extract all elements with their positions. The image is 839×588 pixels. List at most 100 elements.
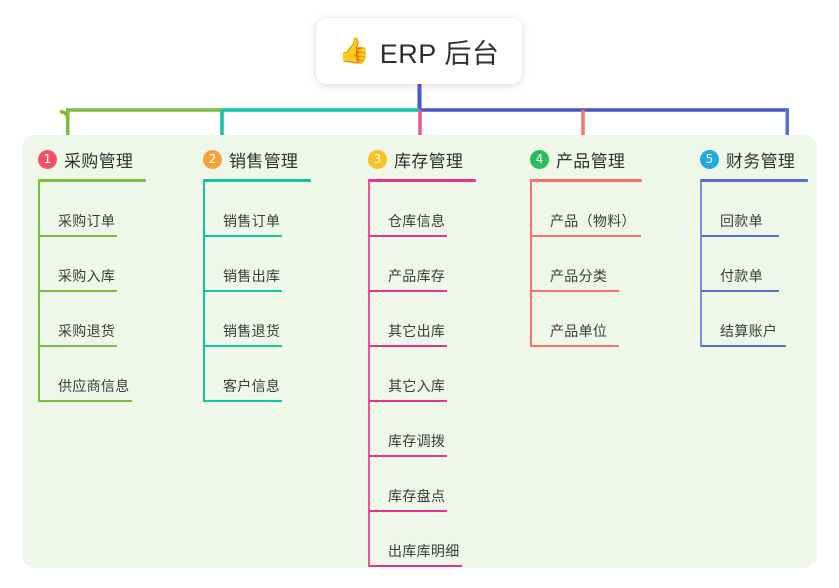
leaf-item-underline [701, 235, 779, 237]
leaf-item-underline [39, 345, 117, 347]
leaf-item-label: 产品分类 [550, 268, 608, 284]
leaf-item[interactable]: 销售退货 [203, 292, 311, 347]
branch-leaf-list: 产品（物料） 产品分类产品单位 [530, 182, 642, 347]
branch-title: 财务管理 [726, 151, 796, 171]
leaf-item-label: 结算账户 [720, 323, 778, 339]
leaf-item-label: 销售订单 [223, 213, 281, 229]
branch-leaf-list: 销售订单销售出库销售退货客户信息 [203, 182, 311, 402]
leaf-item-underline [531, 345, 619, 347]
branch-number-badge: 2 [203, 149, 222, 169]
leaf-item[interactable]: 产品单位 [530, 292, 642, 347]
branch-header-5[interactable]: 5 财务管理 [700, 146, 808, 172]
leaf-item-underline [39, 400, 132, 402]
branch-header-4[interactable]: 4 产品管理 [530, 146, 642, 172]
branch-column-3: 3 库存管理仓库信息产品库存其它出库其它入库库存调拨库存盘点出库库明细 [368, 146, 476, 567]
leaf-item-label: 产品（物料） [550, 213, 636, 229]
branch-corner-1 [59, 110, 70, 118]
leaf-item[interactable]: 产品库存 [368, 237, 476, 292]
leaf-item[interactable]: 仓库信息 [368, 182, 476, 237]
leaf-item[interactable]: 销售出库 [203, 237, 311, 292]
leaf-item[interactable]: 产品分类 [530, 237, 642, 292]
root-node-title: ERP 后台 [379, 38, 500, 69]
leaf-item-label: 客户信息 [223, 378, 281, 394]
leaf-item-label: 库存调拨 [388, 433, 446, 449]
leaf-item-underline [39, 235, 117, 237]
leaf-item-underline [204, 400, 282, 402]
branch-column-5: 5 财务管理回款单付款单结算账户 [700, 146, 808, 347]
branch-column-1: 1 采购管理采购订单采购入库采购退货供应商信息 [38, 146, 146, 402]
branch-header-3[interactable]: 3 库存管理 [368, 146, 476, 172]
leaf-item-underline [369, 510, 447, 512]
branch-leaf-list: 采购订单采购入库采购退货供应商信息 [38, 182, 146, 402]
branch-header-underline [530, 179, 642, 182]
branch-spine [530, 182, 532, 347]
leaf-item[interactable]: 出库库明细 [368, 512, 476, 567]
leaf-item[interactable]: 回款单 [700, 182, 808, 237]
leaf-item-underline [369, 290, 447, 292]
leaf-item[interactable]: 其它入库 [368, 347, 476, 402]
branch-number-badge: 5 [700, 149, 719, 169]
leaf-item[interactable]: 采购退货 [38, 292, 146, 347]
leaf-item-underline [39, 290, 117, 292]
leaf-item-label: 销售出库 [223, 268, 281, 284]
leaf-item-underline [204, 290, 282, 292]
leaf-item[interactable]: 客户信息 [203, 347, 311, 402]
leaf-item-underline [701, 345, 786, 347]
branch-spine [203, 182, 205, 402]
leaf-item-label: 仓库信息 [388, 213, 446, 229]
branch-leaf-list: 仓库信息产品库存其它出库其它入库库存调拨库存盘点出库库明细 [368, 182, 476, 567]
leaf-item-underline [531, 290, 619, 292]
leaf-item[interactable]: 库存调拨 [368, 402, 476, 457]
leaf-item[interactable]: 供应商信息 [38, 347, 146, 402]
branch-spine [368, 182, 370, 567]
leaf-item[interactable]: 库存盘点 [368, 457, 476, 512]
branch-number-badge: 3 [368, 149, 387, 169]
leaf-item-underline [531, 235, 641, 237]
leaf-item-underline [369, 235, 447, 237]
leaf-item-label: 销售退货 [223, 323, 281, 339]
leaf-item-label: 其它入库 [388, 378, 446, 394]
leaf-item-underline [369, 455, 447, 457]
leaf-item-underline [369, 345, 447, 347]
branch-header-underline [38, 179, 146, 182]
leaf-item-label: 采购退货 [58, 323, 116, 339]
leaf-item-label: 采购订单 [58, 213, 116, 229]
branch-title: 采购管理 [64, 151, 134, 171]
leaf-item-label: 产品库存 [388, 268, 446, 284]
leaf-item[interactable]: 产品（物料） [530, 182, 642, 237]
leaf-item[interactable]: 采购入库 [38, 237, 146, 292]
branch-leaf-list: 回款单付款单结算账户 [700, 182, 808, 347]
branch-column-4: 4 产品管理产品（物料） 产品分类产品单位 [530, 146, 642, 347]
leaf-item-label: 供应商信息 [58, 378, 130, 394]
diagram-panel [22, 135, 817, 568]
branch-title: 产品管理 [556, 151, 626, 171]
leaf-item[interactable]: 销售订单 [203, 182, 311, 237]
leaf-item-underline [369, 400, 447, 402]
root-node[interactable]: 👍 ERP 后台 [316, 18, 522, 84]
leaf-item-label: 回款单 [720, 213, 763, 229]
branch-header-2[interactable]: 2 销售管理 [203, 146, 311, 172]
branch-header-underline [368, 179, 476, 182]
branch-header-underline [203, 179, 311, 182]
branch-number-badge: 1 [38, 149, 57, 169]
branch-spine [700, 182, 702, 347]
branch-title: 销售管理 [229, 151, 299, 171]
branch-spine [38, 182, 40, 402]
leaf-item-label: 付款单 [720, 268, 763, 284]
branch-number-badge: 4 [530, 149, 549, 169]
leaf-item-underline [204, 235, 282, 237]
leaf-item[interactable]: 结算账户 [700, 292, 808, 347]
leaf-item[interactable]: 付款单 [700, 237, 808, 292]
branch-column-2: 2 销售管理销售订单销售出库销售退货客户信息 [203, 146, 311, 402]
leaf-item-label: 产品单位 [550, 323, 608, 339]
leaf-item-underline [369, 565, 462, 567]
leaf-item-label: 采购入库 [58, 268, 116, 284]
branch-title: 库存管理 [394, 151, 464, 171]
thumbs-up-icon: 👍 [338, 36, 370, 65]
leaf-item[interactable]: 采购订单 [38, 182, 146, 237]
leaf-item[interactable]: 其它出库 [368, 292, 476, 347]
branch-header-underline [700, 179, 808, 182]
leaf-item-underline [701, 290, 779, 292]
leaf-item-underline [204, 345, 282, 347]
branch-header-1[interactable]: 1 采购管理 [38, 146, 146, 172]
